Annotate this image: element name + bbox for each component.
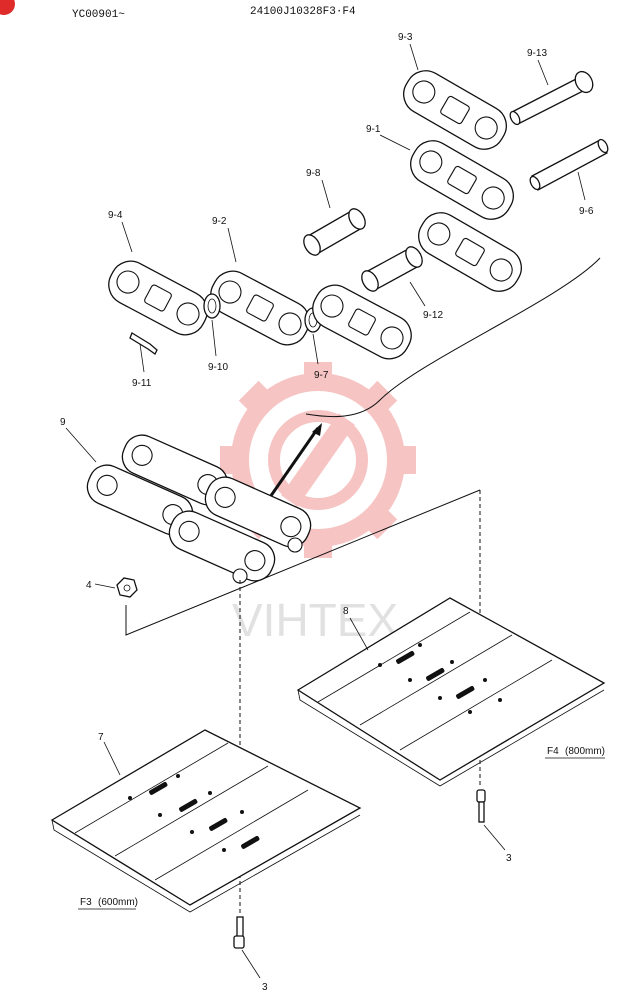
leader-9-12 [409,281,426,307]
leader-9-8 [321,179,331,209]
callout-9-8: 9-8 [306,168,321,179]
part-3-bolt-left [233,916,245,949]
leader-9 [65,427,97,463]
part-3-bolt-right [476,789,486,823]
variant-f4-size: (800mm) [565,746,605,757]
callout-9-4: 9-4 [108,210,123,221]
corner-badge-icon [0,0,15,15]
part-9-13-pin [509,70,594,126]
callout-7: 7 [98,732,104,743]
leader-4 [94,583,116,589]
part-9-10-seal [203,293,221,319]
callout-9-12: 9-12 [423,310,443,321]
leader-9-6 [577,171,586,201]
part-8-shoe-800 [296,597,606,787]
frame-line-left [125,489,481,636]
callout-9-3: 9-3 [398,32,413,43]
group-bracket-line [305,257,601,418]
part-9-6-pin [529,138,609,191]
leader-8 [349,617,369,651]
part-9-3-link [403,70,507,150]
callout-9-1: 9-1 [366,124,381,135]
leader-7 [103,741,121,776]
watermark-text: VIHTEX [232,594,398,646]
part-9-1-link [410,140,514,220]
variant-f4-code: F4 [547,746,559,757]
callout-4: 4 [86,580,92,591]
serial-range: YC00901~ [72,9,125,21]
callout-9-13: 9-13 [527,48,547,59]
leader-9-11 [139,343,145,373]
leader-9-4 [121,221,133,253]
part-code: 24100J10328F3·F4 [250,6,356,18]
arrow-head-icon [312,423,322,436]
variant-f3-code: F3 [80,897,92,908]
leader-9-1 [379,134,411,151]
variant-f3-size: (600mm) [98,897,138,908]
leader-9-2 [227,227,237,263]
callout-3-left: 3 [262,982,268,993]
part-9-11-clip [129,332,158,355]
leader-9-7 [312,333,319,365]
part-link-center [312,284,412,360]
callout-9-10: 9-10 [208,362,228,373]
callout-8: 8 [343,606,349,617]
callout-3-right: 3 [506,853,512,864]
callout-9-11: 9-11 [132,378,152,389]
part-9-4-link [108,260,208,336]
variant-label-f4: F4 (800mm) [545,746,605,759]
leader-3-right [483,824,506,851]
leader-9-13 [537,59,549,86]
part-9-1-link-lower [418,212,522,292]
leader-9-10 [211,319,217,357]
part-7-shoe-600 [50,729,362,913]
part-9-chain-assembly [86,434,312,584]
callout-9: 9 [60,417,66,428]
part-9-8-bushing [303,208,366,256]
leader-arrow [266,427,320,501]
part-4-nut [116,577,138,598]
callout-9-6: 9-6 [579,206,594,217]
variant-label-f3: F3 (600mm) [78,897,138,910]
callout-9-7: 9-7 [314,370,329,381]
part-9-12-bushing [361,246,423,292]
leader-9-3 [409,43,419,71]
callout-9-2: 9-2 [212,216,227,227]
leader-3-left [241,949,261,979]
part-9-2-link [210,270,310,346]
